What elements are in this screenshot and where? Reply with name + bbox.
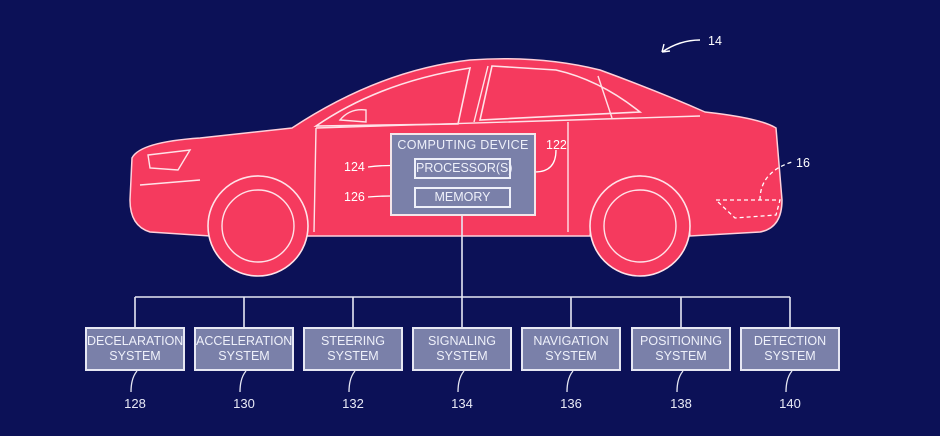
computing-device-ref: 122 [546,138,567,152]
system-label-line1: POSITIONING [640,334,722,348]
front-wheel [207,175,309,277]
system-label-line1: SIGNALING [427,334,497,348]
system-label-line2: SYSTEM [655,349,707,363]
door-lines [313,115,701,233]
headlight [139,149,201,186]
computing-device-title: COMPUTING DEVICE [397,138,529,152]
system-ref: 136 [560,396,582,411]
system-label-line1: NAVIGATION [533,334,609,348]
system-ref-leader [566,370,574,393]
processor-ref: 124 [344,160,365,174]
system-label-line2: SYSTEM [327,349,379,363]
trunk-region [714,161,793,219]
vehicle-ref-arrow [661,39,701,53]
system-label-line1: ACCELERATION [196,334,293,348]
system-label-line1: DETECTION [753,334,827,348]
mirror [338,109,367,123]
system-label-line2: SYSTEM [436,349,488,363]
memory-box: MEMORY [414,187,511,208]
processor-box: PROCESSOR(S) [414,158,513,179]
system-label-line2: SYSTEM [545,349,597,363]
system-ref: 134 [451,396,473,411]
system-ref: 140 [779,396,801,411]
system-label-line1: STEERING [321,334,385,348]
bus-lines [134,216,791,328]
memory-ref: 126 [344,190,365,204]
computing-device-box: COMPUTING DEVICE PROCESSOR(S) MEMORY [390,133,536,216]
system-ref: 130 [233,396,255,411]
vehicle-ref: 14 [708,34,722,48]
system-label-line2: SYSTEM [764,349,816,363]
system-ref-leader [785,370,793,393]
system-ref: 138 [670,396,692,411]
system-label-line2: SYSTEM [109,349,161,363]
rear-wheel [589,175,691,277]
system-ref-leader [239,370,247,393]
trunk-ref: 16 [796,156,810,170]
system-ref-leader [676,370,684,393]
system-label-line1: DECELARATION [87,334,184,348]
rear-window [478,65,643,121]
pillar [473,65,613,123]
system-ref: 132 [342,396,364,411]
system-ref: 128 [124,396,146,411]
system-ref-leader [130,370,138,393]
system-ref-leader [348,370,356,393]
system-ref-leader [457,370,465,393]
front-window [313,67,472,127]
system-label-line2: SYSTEM [218,349,270,363]
